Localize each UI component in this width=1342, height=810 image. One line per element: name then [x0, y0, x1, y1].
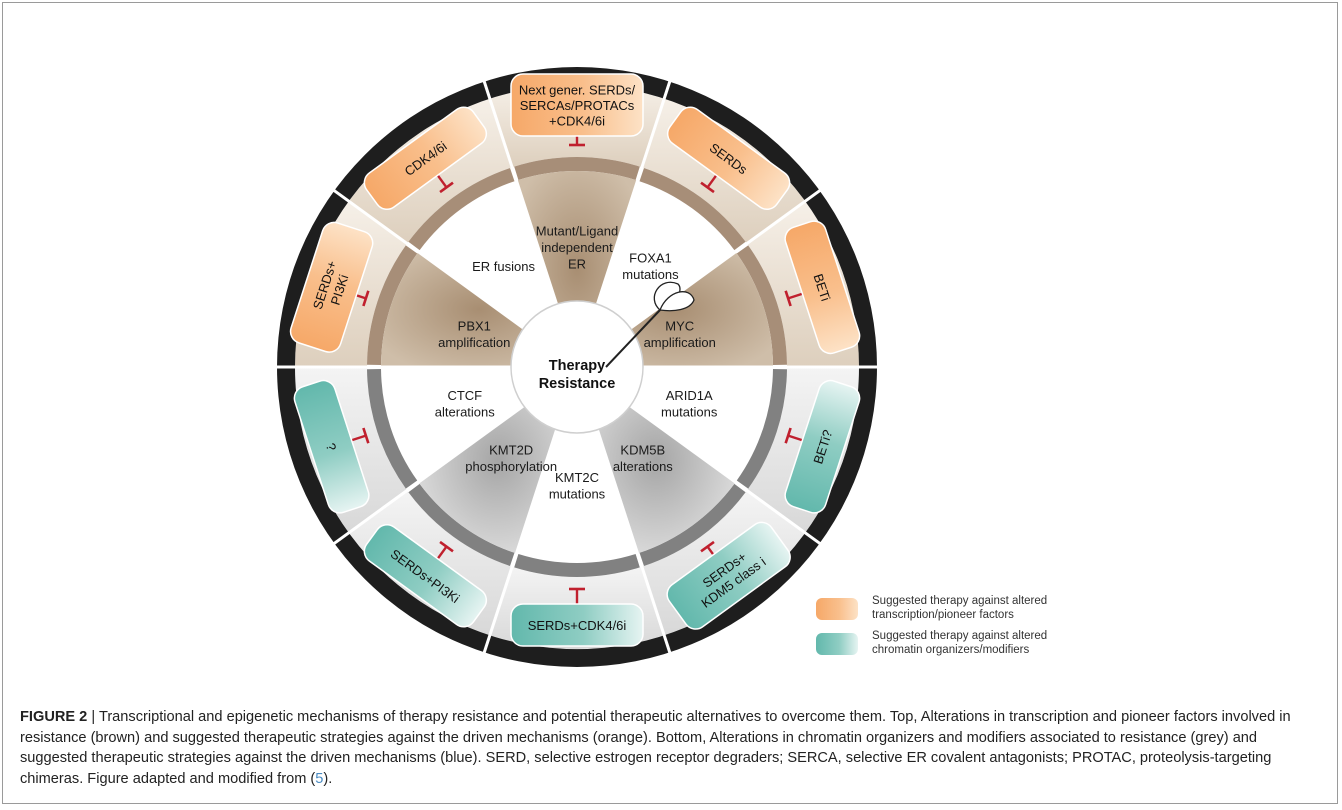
mechanism-label: Mutant/Ligand [536, 224, 618, 239]
mechanism-label: KMT2C [555, 470, 599, 485]
therapy-box-bg [510, 603, 644, 647]
ring-gap [332, 530, 351, 546]
caption-label: FIGURE 2 [20, 709, 88, 725]
therapy-boxes: Next gener. SERDs/SERCAs/PROTACs+CDK4/6i… [289, 73, 861, 647]
legend-swatch [816, 598, 858, 620]
mechanism-segment [408, 483, 515, 567]
therapy-box-bg [289, 221, 374, 353]
caption-separator: | [87, 709, 99, 725]
mechanism-label: mutations [661, 405, 718, 420]
mechanism-label: alterations [435, 405, 495, 420]
mechanism-segment [408, 167, 515, 251]
legend-label: Suggested therapy against altered [872, 595, 1047, 607]
legend-label: chromatin organizers/modifiers [872, 644, 1029, 656]
therapy-box-bg [784, 220, 861, 355]
caption-text: Transcriptional and epigenetic mechanism… [20, 709, 1291, 787]
legend-label: Suggested therapy against altered [872, 630, 1047, 642]
therapy-label: SERDs+CDK4/6i [528, 618, 627, 633]
therapy-label: Next gener. SERDs/ [519, 83, 636, 98]
figure-caption: FIGURE 2 | Transcriptional and epigeneti… [20, 707, 1320, 789]
inhibitor-bar [784, 290, 792, 307]
mechanism-label: mutations [549, 486, 606, 501]
mechanism-label: ER [568, 257, 586, 272]
mechanism-label: FOXA1 [629, 251, 672, 266]
mechanism-segment [367, 369, 418, 489]
therapy-box-bg [363, 106, 488, 211]
mechanism-segment [639, 483, 746, 567]
therapy-box: CDK4/6i [363, 106, 488, 211]
center-title-line1: Therapy [549, 358, 605, 374]
mechanism-label: amplification [438, 335, 510, 350]
ring-gap [332, 188, 351, 204]
therapy-box: SERDs+PI3Ki [289, 221, 374, 353]
mechanism-label: KDM5B [620, 442, 665, 457]
legend-swatch [816, 633, 858, 655]
resistance-wheel-diagram: Next gener. SERDs/SERCAs/PROTACs+CDK4/6i… [276, 67, 1047, 667]
caption-reference-link[interactable]: 5 [315, 770, 324, 787]
mechanism-wedge [516, 171, 638, 367]
inhibitor-bar [784, 427, 792, 444]
mechanism-segment [367, 245, 418, 365]
therapy-box: ? [293, 379, 370, 514]
therapy-box: Next gener. SERDs/SERCAs/PROTACs+CDK4/6i [510, 73, 644, 137]
therapy-box-bg [510, 73, 644, 137]
ring-gap [803, 530, 822, 546]
center-circle [510, 300, 644, 434]
mechanism-segment [639, 167, 746, 251]
ring-gap [482, 80, 492, 101]
inhibitor-bar [439, 540, 454, 553]
center-title-line2: Resistance [539, 376, 616, 392]
therapy-box-bg [666, 106, 791, 211]
inhibitor-bar [700, 540, 715, 553]
mechanism-label: phosphorylation [465, 459, 557, 474]
therapy-box: SERDs+KDM5 class i [666, 521, 791, 630]
therapy-box-bg [363, 523, 488, 628]
therapy-box-bg [784, 379, 861, 514]
mechanism-label: CTCF [447, 388, 482, 403]
legend: Suggested therapy against altered transcr… [816, 595, 1047, 656]
dart-icon [605, 281, 695, 368]
mechanism-segment [514, 157, 640, 180]
mechanism-segment [736, 245, 787, 365]
therapy-label: +CDK4/6i [549, 114, 605, 129]
therapy-box: SERDs+CDK4/6i [510, 603, 644, 647]
therapy-box: SERDs [666, 106, 791, 211]
ring-gap [803, 188, 822, 204]
therapy-label: ? [323, 441, 340, 453]
mechanism-label: ER fusions [472, 259, 535, 274]
legend-label: transcription/pioneer factors [872, 609, 1014, 621]
ring-gap [482, 633, 492, 654]
inhibitor-bar [362, 290, 370, 307]
ring-gap [662, 633, 672, 654]
ring-gap [662, 80, 672, 101]
mechanism-label: ARID1A [666, 388, 713, 403]
mechanism-label: mutations [622, 267, 679, 282]
mechanism-label: alterations [613, 459, 673, 474]
mechanism-label: independent [541, 240, 613, 255]
mechanism-label: KMT2D [489, 442, 533, 457]
dart-flight [659, 291, 695, 312]
mechanism-label: MYC [665, 318, 694, 333]
therapy-box: BETi? [784, 379, 861, 514]
mechanism-label: PBX1 [458, 318, 491, 333]
mechanism-segment [736, 369, 787, 489]
inhibitor-bar [362, 427, 370, 444]
inhibitor-bar [439, 181, 454, 194]
therapy-box-bg [666, 521, 791, 630]
therapy-box-bg [293, 379, 370, 514]
caption-end: ). [323, 770, 333, 787]
therapy-box: BETi [784, 220, 861, 355]
dart-shaft [605, 309, 661, 368]
mechanism-segment [514, 554, 640, 577]
mechanism-label: amplification [644, 335, 716, 350]
therapy-label: SERCAs/PROTACs [520, 98, 635, 113]
inhibitor-bar [700, 181, 715, 194]
